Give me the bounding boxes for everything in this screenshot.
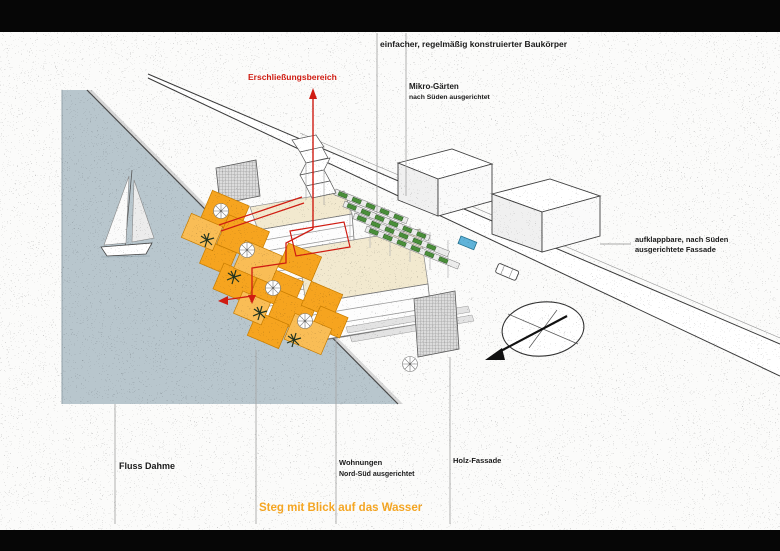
letterbox-bottom bbox=[0, 530, 780, 551]
scan-noise-overlay bbox=[0, 32, 780, 530]
letterbox-top bbox=[0, 0, 780, 32]
